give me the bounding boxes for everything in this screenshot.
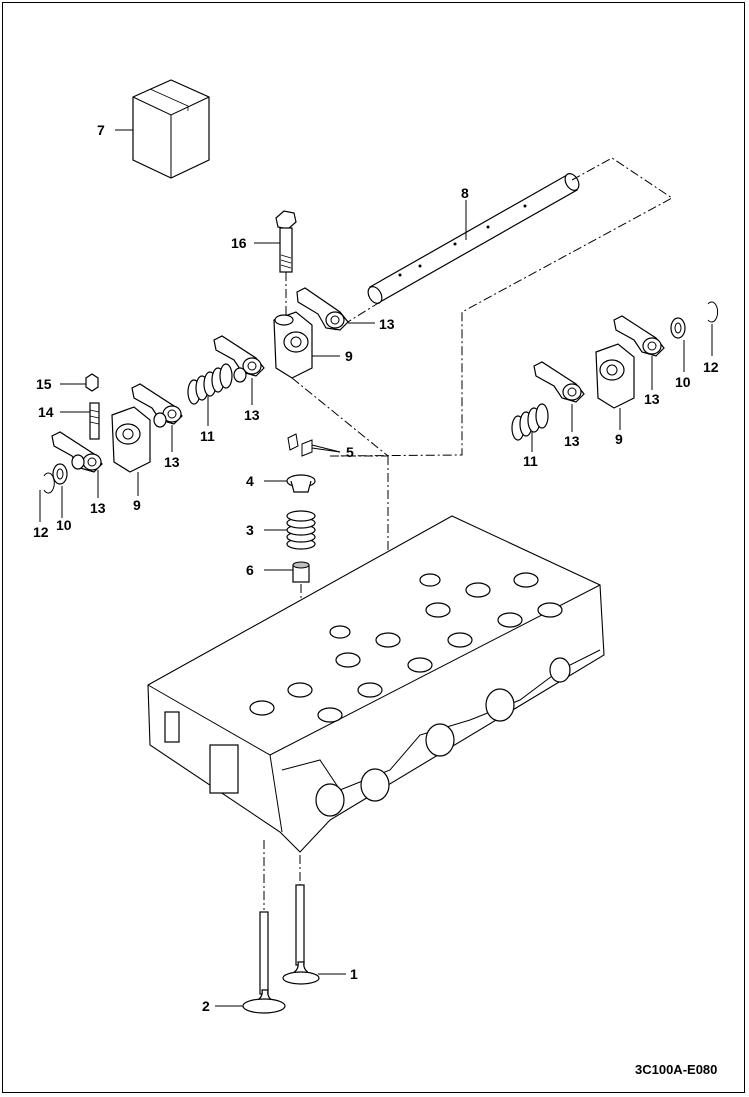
callout-3: 3 (246, 522, 254, 538)
callout-11: 11 (200, 428, 215, 444)
part-16-bolt (275, 210, 297, 273)
part-7-gasket-kit-box (132, 79, 210, 179)
callout-13: 13 (244, 407, 260, 423)
callout-13: 13 (644, 391, 660, 407)
part-9-rocker-bracket-b (111, 406, 151, 473)
part-13-rocker-arm-b (213, 335, 265, 383)
part-11-spring-b (511, 403, 549, 441)
part-13-rocker-arm-f (533, 361, 585, 403)
leader-lines (39, 129, 713, 1007)
callout-9: 9 (345, 348, 353, 364)
callout-8: 8 (461, 185, 469, 201)
part-9-rocker-bracket-a (273, 311, 313, 379)
callout-10: 10 (675, 374, 691, 390)
callout-9: 9 (133, 497, 141, 513)
callout-9: 9 (615, 431, 623, 447)
part-1-intake-valve (282, 884, 320, 985)
callout-13: 13 (90, 500, 106, 516)
callout-6: 6 (246, 562, 254, 578)
part-13-rocker-arm-e (613, 315, 665, 357)
callout-14: 14 (38, 404, 54, 420)
callout-12: 12 (33, 524, 49, 540)
part-9-rocker-bracket-c (595, 343, 635, 409)
callout-13: 13 (164, 454, 180, 470)
part-11-spring-a (187, 363, 233, 405)
cylinder-head (147, 515, 605, 853)
callout-13: 13 (564, 433, 580, 449)
part-10-washer-b (670, 317, 686, 339)
callout-1: 1 (350, 966, 358, 982)
part-8-rocker-shaft (367, 173, 580, 304)
part-5-valve-collets (287, 433, 313, 457)
part-13-rocker-arm-a (296, 287, 349, 331)
part-15-nut (85, 373, 99, 392)
part-10-washer-a (52, 463, 68, 485)
part-2-exhaust-valve (242, 911, 286, 1014)
callout-15: 15 (36, 376, 52, 392)
callouts: 7 8 16 13 9 15 14 13 13 11 13 9 12 10 5 … (33, 122, 719, 1014)
callout-13: 13 (379, 316, 395, 332)
part-6-valve-stem-seal (292, 561, 310, 583)
callout-5: 5 (346, 444, 354, 460)
callout-4: 4 (246, 473, 254, 489)
callout-2: 2 (202, 998, 210, 1014)
callout-16: 16 (231, 235, 247, 251)
part-3-valve-spring (286, 510, 316, 550)
part-13-rocker-arm-c (131, 383, 183, 428)
callout-12: 12 (703, 359, 719, 375)
callout-7: 7 (97, 122, 105, 138)
figure-code: 3C100A-E080 (635, 1062, 717, 1077)
callout-11: 11 (523, 453, 538, 469)
part-12-circlip-a (43, 472, 55, 494)
callout-10: 10 (56, 517, 72, 533)
part-4-spring-retainer (286, 474, 316, 493)
part-12-circlip-b (707, 301, 719, 323)
part-14-adjusting-screw (89, 402, 100, 440)
part-13-rocker-arm-d (51, 431, 103, 473)
